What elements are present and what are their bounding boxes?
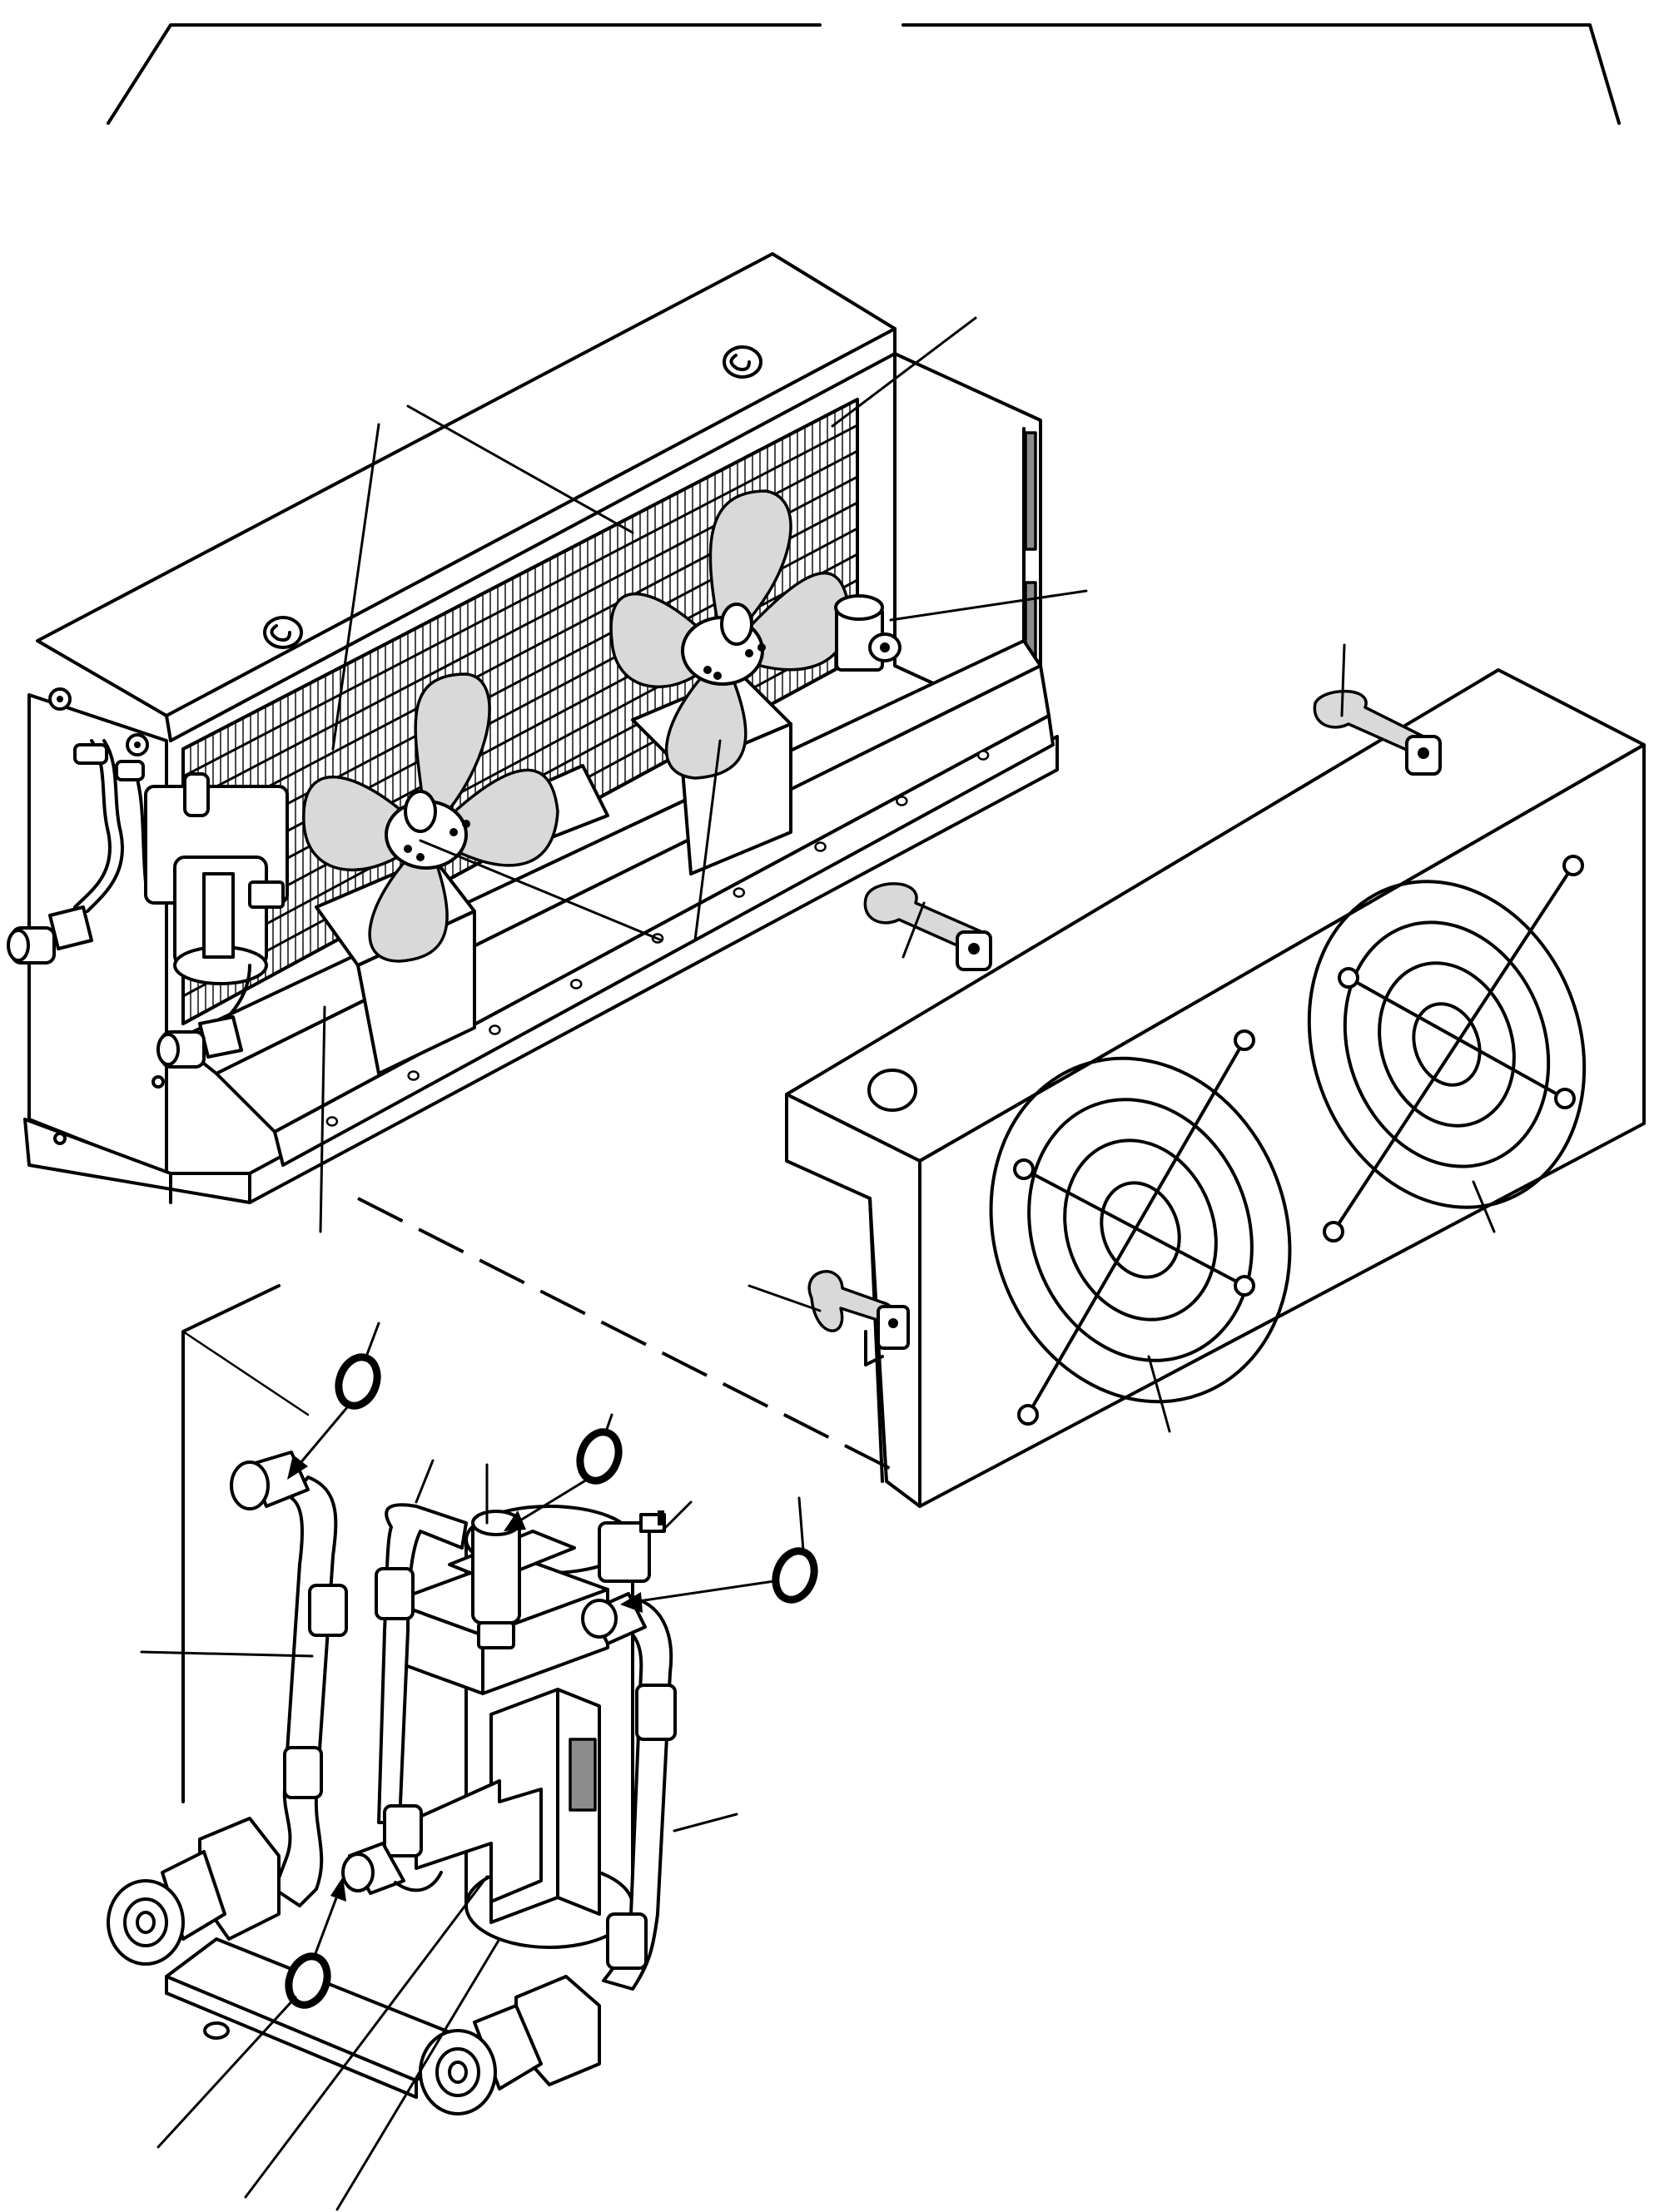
rail-hole xyxy=(814,841,827,852)
cover-hole xyxy=(867,1069,917,1112)
lid-slot-fastener-left xyxy=(263,616,303,649)
drier-pressure-switch xyxy=(598,1510,666,1583)
fitting-right-lower xyxy=(156,1015,243,1069)
service-valve xyxy=(471,1510,521,1649)
rail-hole xyxy=(976,750,990,761)
rail-hole xyxy=(733,887,746,898)
rail-hole xyxy=(325,1116,339,1127)
rubber-latch-side xyxy=(807,1270,910,1366)
receiver-drier-assembly xyxy=(107,1284,818,2115)
arrow-bracket xyxy=(415,1779,543,1903)
hose xyxy=(375,1503,468,1857)
tube xyxy=(273,1475,348,1907)
tube-right xyxy=(602,1596,677,1991)
rail-hole xyxy=(407,1070,420,1081)
fan-cover xyxy=(785,668,1646,1508)
fitting-lower-small xyxy=(341,1842,443,1895)
rail-hole xyxy=(896,796,908,806)
o-ring xyxy=(285,1353,818,2009)
fan-right xyxy=(609,489,851,780)
o-ring-arrows xyxy=(287,1405,776,1957)
bracket-frame xyxy=(107,23,1621,125)
fan-cover-end xyxy=(785,1093,921,1508)
lid-slot-fastener-right xyxy=(723,345,762,379)
rubber-latch-middle xyxy=(863,882,992,971)
fitting-lower-right xyxy=(419,1975,601,2115)
assembly-path-line xyxy=(357,1197,900,1475)
fitting-left-lower xyxy=(7,905,93,965)
rail-hole xyxy=(489,1024,501,1035)
fan-guard-right xyxy=(1307,855,1587,1242)
fan-guard-left xyxy=(989,1029,1292,1426)
pressure-switch xyxy=(834,594,902,672)
rail-hole xyxy=(569,979,583,989)
end-plate-drier-assembly xyxy=(7,739,289,1069)
rubber-latch-top xyxy=(1313,689,1442,776)
leader-lines xyxy=(140,316,1496,2211)
fitting-lower-left xyxy=(107,1817,281,1966)
fan-left xyxy=(302,672,559,963)
condenser-unit xyxy=(7,252,1059,1204)
